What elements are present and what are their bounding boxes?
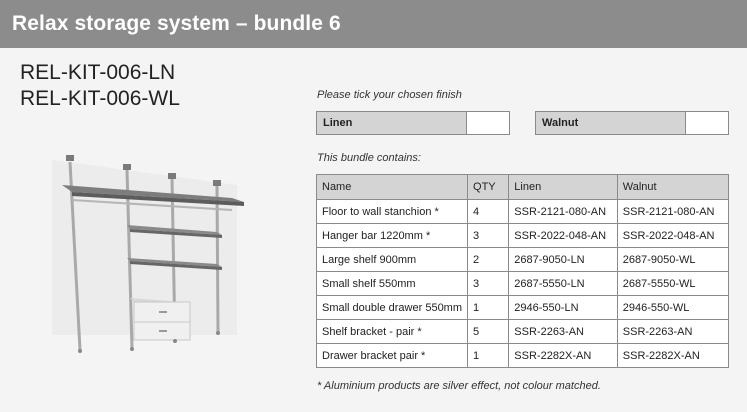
- finish-option-walnut: Walnut: [535, 111, 729, 135]
- cell-linen-code: SSR-2263-AN: [508, 319, 618, 344]
- column-header-qty: QTY: [467, 174, 510, 200]
- cell-name: Large shelf 900mm: [315, 247, 469, 272]
- cell-walnut-code: 2687-9050-WL: [616, 247, 730, 272]
- product-code-linen: REL-KIT-006-LN: [20, 61, 176, 84]
- cell-name: Hanger bar 1220mm *: [315, 223, 469, 248]
- cell-linen-code: 2687-9050-LN: [508, 247, 618, 272]
- cell-qty: 1: [467, 295, 510, 320]
- cell-qty: 2: [467, 247, 510, 272]
- cell-linen-code: 2687-5550-LN: [508, 271, 618, 296]
- cell-linen-code: SSR-2282X-AN: [508, 343, 618, 368]
- table-row: Floor to wall stanchion * 4 SSR-2121-080…: [315, 199, 730, 224]
- table-row: Small shelf 550mm 3 2687-5550-LN 2687-55…: [315, 271, 730, 296]
- cell-qty: 3: [467, 223, 510, 248]
- cell-walnut-code: SSR-2121-080-AN: [616, 199, 730, 224]
- cell-name: Small shelf 550mm: [315, 271, 469, 296]
- cell-walnut-code: SSR-2282X-AN: [616, 343, 730, 368]
- finish-prompt: Please tick your chosen finish: [317, 89, 462, 101]
- cell-walnut-code: SSR-2022-048-AN: [616, 223, 730, 248]
- bundle-table: Name QTY Linen Walnut Floor to wall stan…: [315, 174, 730, 368]
- cell-name: Small double drawer 550mm: [315, 295, 469, 320]
- footnote: * Aluminium products are silver effect, …: [317, 380, 601, 392]
- cell-name: Shelf bracket - pair *: [315, 319, 469, 344]
- table-row: Hanger bar 1220mm * 3 SSR-2022-048-AN SS…: [315, 223, 730, 248]
- table-row: Large shelf 900mm 2 2687-9050-LN 2687-90…: [315, 247, 730, 272]
- cell-linen-code: SSR-2022-048-AN: [508, 223, 618, 248]
- shelving-system-illustration: [52, 155, 244, 353]
- cell-qty: 1: [467, 343, 510, 368]
- finish-option-linen: Linen: [316, 111, 510, 135]
- walnut-checkbox[interactable]: [686, 112, 728, 134]
- cell-walnut-code: 2687-5550-WL: [616, 271, 730, 296]
- product-codes: REL-KIT-006-LN REL-KIT-006-WL: [20, 60, 180, 112]
- cell-walnut-code: 2946-550-WL: [616, 295, 730, 320]
- cell-linen-code: SSR-2121-080-AN: [508, 199, 618, 224]
- table-header-row: Name QTY Linen Walnut: [315, 174, 730, 200]
- cell-qty: 5: [467, 319, 510, 344]
- column-header-walnut: Walnut: [616, 174, 730, 200]
- cell-qty: 3: [467, 271, 510, 296]
- finish-option-label: Walnut: [536, 112, 687, 134]
- cell-name: Drawer bracket pair *: [315, 343, 469, 368]
- cell-walnut-code: SSR-2263-AN: [616, 319, 730, 344]
- table-row: Drawer bracket pair * 1 SSR-2282X-AN SSR…: [315, 343, 730, 368]
- linen-checkbox[interactable]: [467, 112, 509, 134]
- cell-linen-code: 2946-550-LN: [508, 295, 618, 320]
- column-header-linen: Linen: [508, 174, 618, 200]
- page-header: Relax storage system – bundle 6: [0, 0, 747, 48]
- table-row: Small double drawer 550mm 1 2946-550-LN …: [315, 295, 730, 320]
- finish-option-label: Linen: [317, 112, 468, 134]
- cell-name: Floor to wall stanchion *: [315, 199, 469, 224]
- cell-qty: 4: [467, 199, 510, 224]
- column-header-name: Name: [315, 174, 469, 200]
- product-code-walnut: REL-KIT-006-WL: [20, 87, 180, 110]
- bundle-caption: This bundle contains:: [317, 152, 421, 164]
- page-title: Relax storage system – bundle 6: [12, 12, 341, 35]
- table-row: Shelf bracket - pair * 5 SSR-2263-AN SSR…: [315, 319, 730, 344]
